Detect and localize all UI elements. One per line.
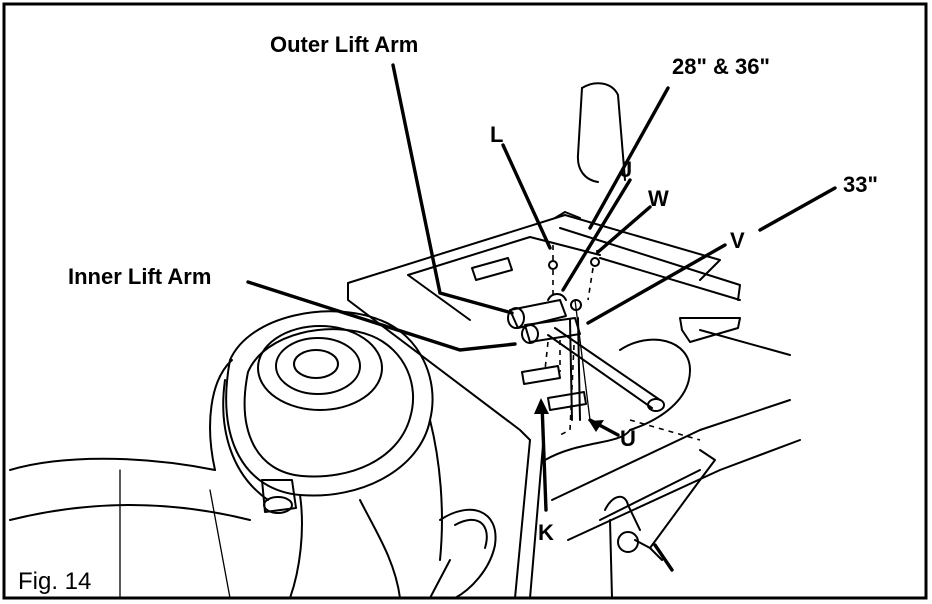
arrowhead-K	[534, 398, 549, 414]
leader-L	[501, 143, 552, 250]
leader-J	[561, 178, 632, 292]
leader-28-36	[588, 86, 670, 230]
leader-lines	[246, 63, 837, 572]
label-33: 33"	[843, 172, 878, 197]
leader-W	[596, 205, 652, 254]
leader-V	[586, 243, 727, 325]
lift-arm-assembly-drawing	[507, 245, 716, 599]
leader-inner-lift-arm	[246, 280, 517, 352]
label-outer-lift-arm: Outer Lift Arm	[270, 32, 418, 57]
leader-outer-lift-arm	[391, 63, 514, 315]
label-U: U	[620, 426, 636, 451]
label-L: L	[490, 122, 503, 147]
label-inner-lift-arm: Inner Lift Arm	[68, 264, 211, 289]
label-J: J	[620, 157, 632, 182]
label-28-36: 28" & 36"	[672, 54, 770, 79]
label-V: V	[730, 228, 745, 253]
leader-clip	[653, 543, 674, 572]
callouts: Outer Lift Arm Inner Lift Arm 28" & 36" …	[18, 32, 878, 595]
label-K: K	[538, 520, 554, 545]
figure-caption: Fig. 14	[18, 568, 91, 595]
engine-drawing	[9, 310, 497, 599]
leader-33	[758, 186, 837, 232]
leader-K	[540, 402, 548, 512]
arrowheads	[534, 398, 604, 432]
label-W: W	[648, 186, 669, 211]
deck-panel-drawing	[347, 82, 801, 599]
arrowhead-U	[589, 420, 604, 432]
